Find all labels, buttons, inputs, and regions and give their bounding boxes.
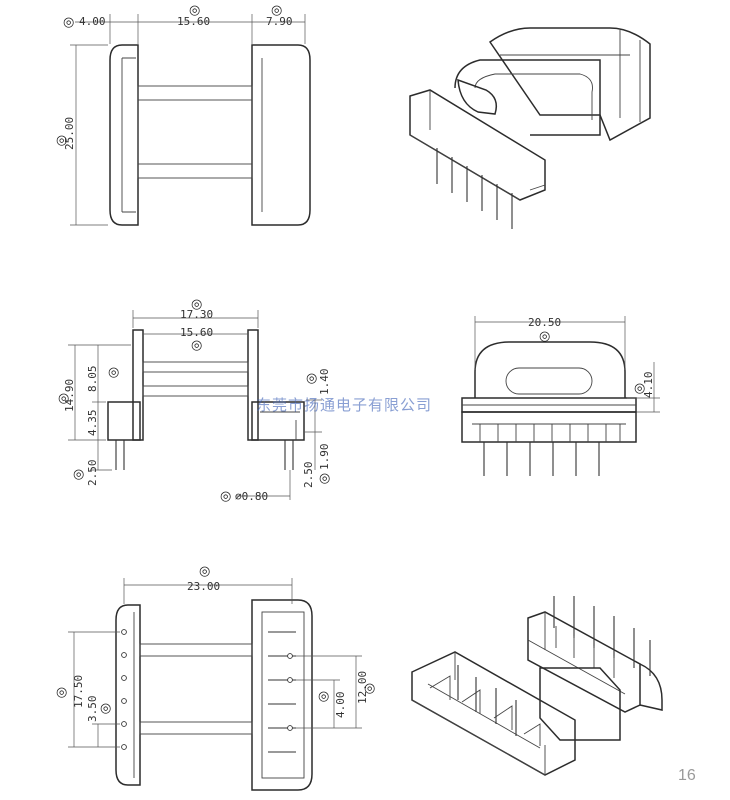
- symbol-top-height: ◎: [56, 133, 67, 148]
- dim-front-inner-width: 15.60: [180, 326, 213, 339]
- dim-top-left: 4.00: [79, 15, 106, 28]
- symbol-bottom-inner-a: ◎: [364, 681, 375, 696]
- symbol-front-height: ◎: [58, 391, 69, 406]
- symbol-top-right: ◎: [271, 3, 282, 18]
- dim-top-height: 25.00: [63, 117, 76, 150]
- dim-front-pin-length: 2.50: [86, 460, 99, 487]
- symbol-top-left: ◎: [63, 15, 74, 30]
- company-watermark: 东莞市扬通电子有限公司: [256, 396, 432, 414]
- dim-front-lower-height: 4.35: [86, 410, 99, 437]
- isometric-view-bottom: [411, 596, 663, 776]
- dim-front-outer-width: 17.30: [180, 308, 213, 321]
- dim-bottom-pitch: 3.50: [86, 696, 99, 723]
- dim-front-pin-offset: 1.90: [318, 444, 331, 471]
- dim-front-pin-spacing: 2.50: [302, 462, 315, 489]
- symbol-front-inner: ◎: [191, 338, 202, 353]
- symbol-front-upper: ◎: [108, 365, 119, 380]
- top-view: ◎ 4.00 ◎ 15.60 ◎ 7.90 ◎ 25.00: [56, 3, 311, 226]
- dim-bottom-width: 23.00: [187, 580, 220, 593]
- symbol-front-flange: ◎: [306, 371, 317, 386]
- dim-top-right: 7.90: [266, 15, 293, 28]
- symbol-top-center: ◎: [189, 3, 200, 18]
- dim-side-height: 4.10: [642, 372, 655, 399]
- isometric-view-top: [409, 27, 651, 229]
- dim-bottom-inner-b: 4.00: [334, 692, 347, 719]
- dim-front-upper-height: 8.05: [86, 366, 99, 393]
- front-view: ◎ 17.30 15.60 ◎ ◎ 14.90 ◎ 8.05 4.35 ◎ 2.…: [58, 297, 331, 504]
- symbol-side-height: ◎: [634, 381, 645, 396]
- dim-bottom-inner-a: 12.00: [356, 671, 369, 704]
- dim-bottom-pitch-total: 17.50: [72, 675, 85, 708]
- symbol-front-pin: ◎: [73, 467, 84, 482]
- dim-side-width: 20.50: [528, 316, 561, 329]
- symbol-side-width: ◎: [539, 329, 550, 344]
- symbol-front-pin-offset: ◎: [319, 471, 330, 486]
- dim-front-flange: 1.40: [318, 369, 331, 396]
- symbol-bottom-pitch: ◎: [100, 701, 111, 716]
- dim-front-pin-diameter: ⌀0.80: [235, 490, 268, 503]
- page-number: 16: [678, 767, 696, 784]
- symbol-bottom-inner-b: ◎: [318, 689, 329, 704]
- side-view: 20.50 ◎ 4.10 ◎: [461, 316, 660, 476]
- symbol-bottom-width: ◎: [199, 564, 210, 579]
- symbol-bottom-pitch-total: ◎: [56, 685, 67, 700]
- bottom-view: ◎ 23.00 ◎ 17.50 3.50 ◎ ◎ 4.00 12.00 ◎: [56, 564, 375, 791]
- dim-front-total-height: 14.90: [63, 379, 76, 412]
- symbol-front-pin-diameter: ◎: [220, 489, 231, 504]
- dim-top-center: 15.60: [177, 15, 210, 28]
- symbol-front-outer: ◎: [191, 297, 202, 312]
